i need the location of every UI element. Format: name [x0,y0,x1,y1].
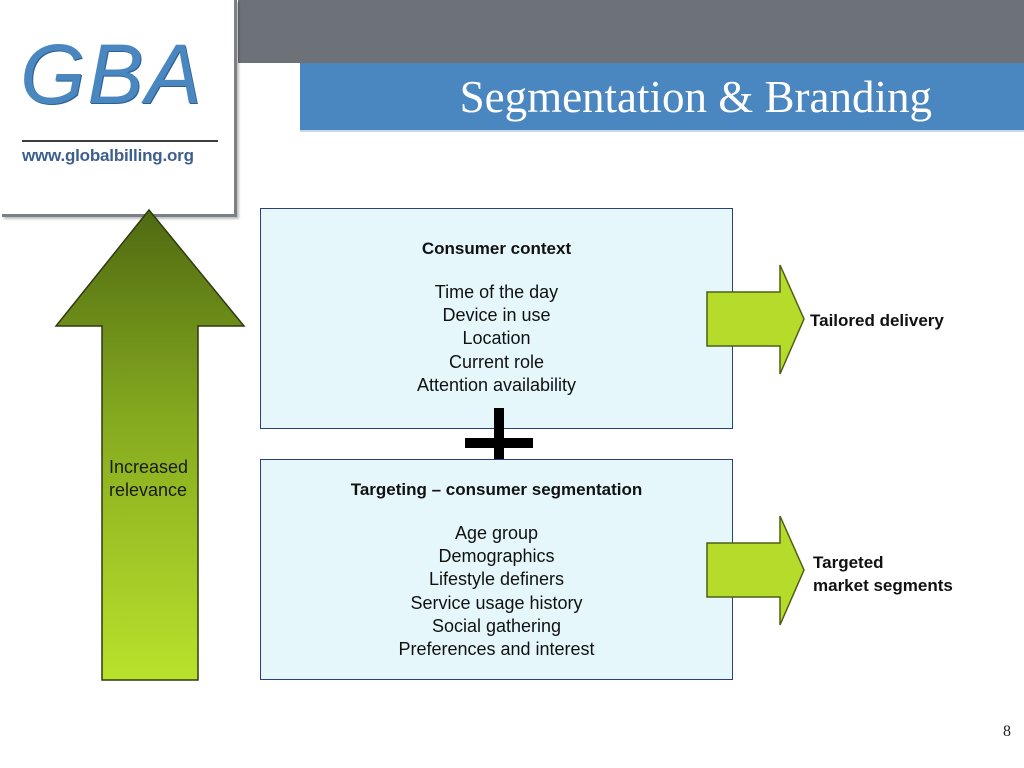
logo-text: GBA [20,27,204,121]
consumer-context-heading: Consumer context [421,239,572,258]
list-item: Time of the day [434,282,559,302]
relevance-label: Increased relevance [109,456,188,502]
targeting-list: Age group Demographics Lifestyle definer… [261,522,732,661]
list-item: Service usage history [410,592,583,613]
list-item: Attention availability [416,374,577,395]
targeting-box: Targeting – consumer segmentation Age gr… [260,459,733,680]
targeted-segments-line1: Targeted [813,553,884,572]
logo: GBA www.globalbilling.org [2,0,237,217]
logo-rule [22,140,218,142]
plus-icon [465,408,533,476]
list-item: Social gathering [431,615,562,636]
list-item: Preferences and interest [398,639,595,660]
list-item: Demographics [438,546,555,567]
increased-relevance-arrow-icon [54,208,246,681]
consumer-context-box: Consumer context Time of the day Device … [260,208,733,429]
header-band [238,0,1024,63]
targeted-segments-label: Targeted market segments [813,551,953,597]
relevance-label-line2: relevance [109,480,188,500]
page-number: 8 [1003,723,1011,740]
targeted-segments-arrow-icon [706,515,805,626]
logo-url: www.globalbilling.org [22,146,194,165]
list-item: Location [462,328,531,349]
title-bar: Segmentation & Branding [300,63,1024,132]
targeting-heading: Targeting – consumer segmentation [350,480,643,499]
relevance-label-line1: Increased [109,457,189,477]
consumer-context-list: Time of the day Device in use Location C… [261,281,732,397]
list-item: Age group [454,523,539,543]
list-item: Lifestyle definers [428,569,565,590]
tailored-delivery-arrow-icon [706,264,805,375]
list-item: Device in use [442,305,551,326]
list-item: Current role [448,351,545,372]
tailored-delivery-label: Tailored delivery [810,311,944,330]
slide-title: Segmentation & Branding [459,72,932,122]
targeted-segments-line2: market segments [813,576,953,595]
